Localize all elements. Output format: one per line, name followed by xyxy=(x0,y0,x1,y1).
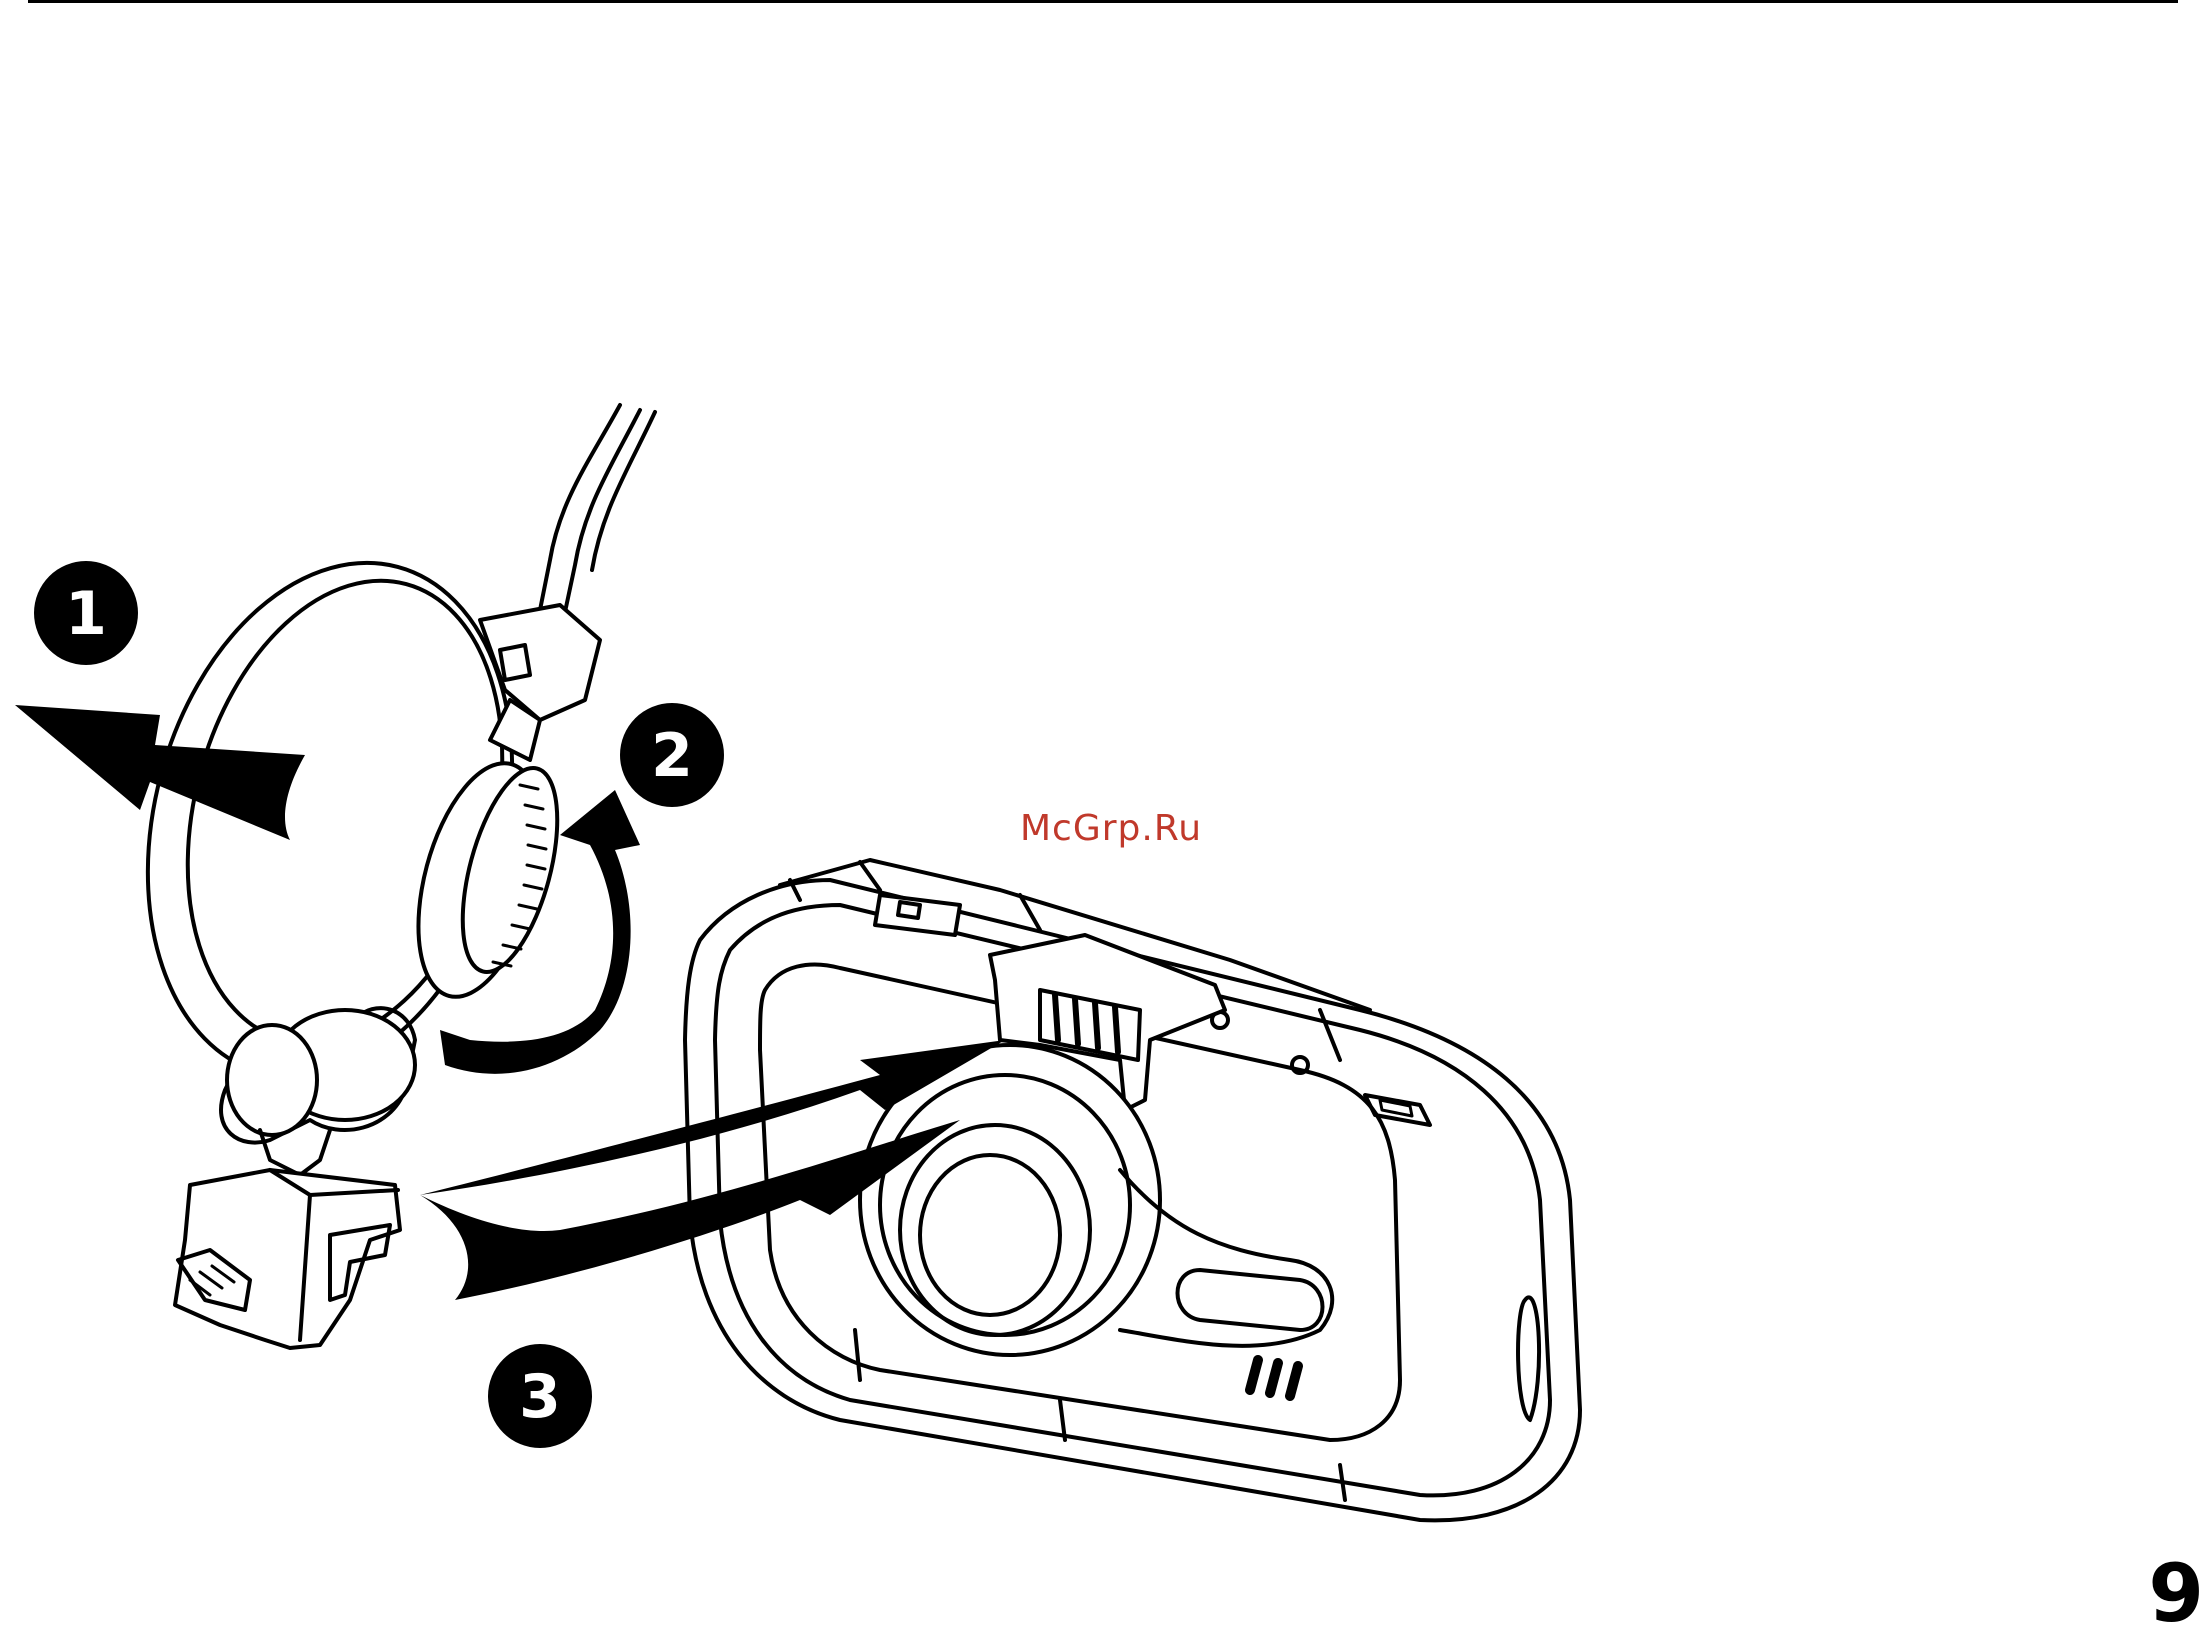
page-number: 9 xyxy=(2148,1554,2204,1634)
step-1-badge-icon: 1 xyxy=(34,561,138,665)
step-3-label: 3 xyxy=(519,1362,561,1432)
step-1-label: 1 xyxy=(65,579,107,649)
power-cable xyxy=(540,405,655,612)
watermark: McGrp.Ru xyxy=(1020,808,1202,849)
step-3-badge-icon: 3 xyxy=(488,1344,592,1448)
step-2-label: 2 xyxy=(651,721,693,791)
step-2-badge-icon: 2 xyxy=(620,703,724,807)
suction-mount xyxy=(93,522,600,1348)
